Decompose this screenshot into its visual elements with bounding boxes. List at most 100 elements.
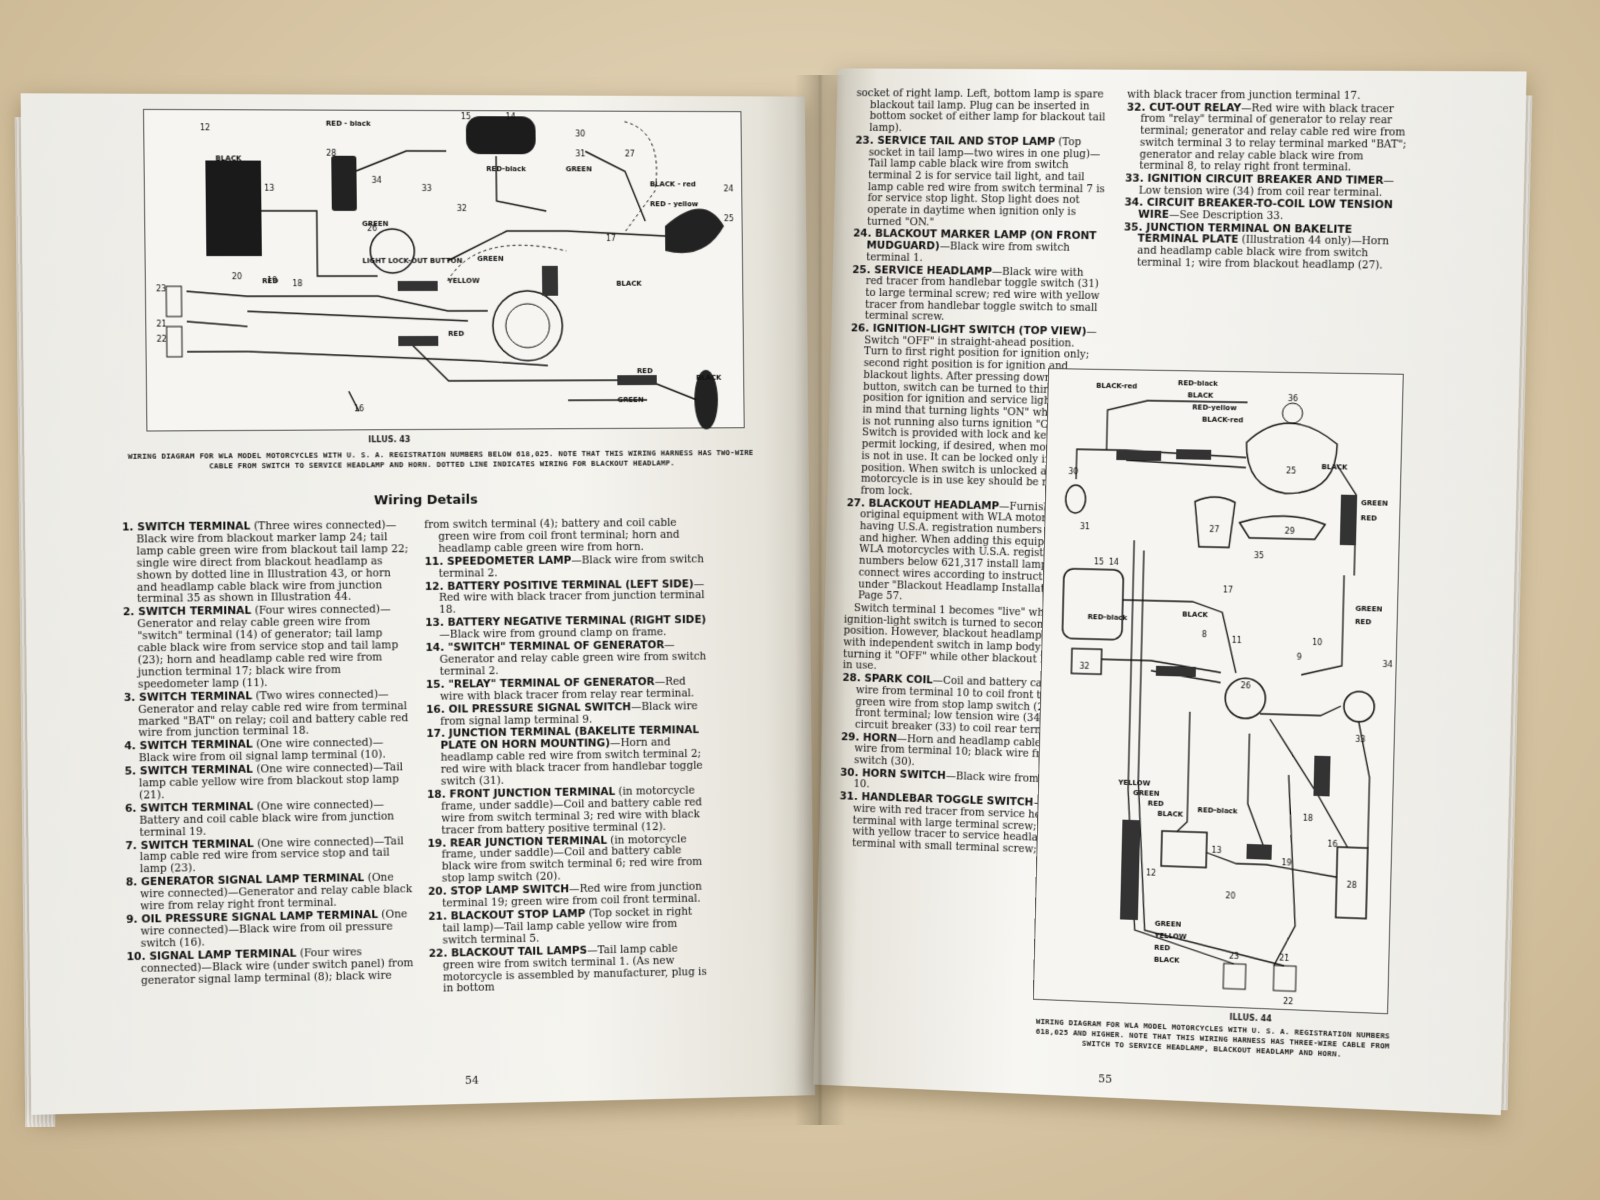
diagram-number: 17 [606,234,616,243]
wiring-item: 8. GENERATOR SIGNAL LAMP TERMINAL (One w… [125,871,413,913]
wiring-item: 1. SWITCH TERMINAL (Three wires connecte… [121,519,409,606]
right-page: socket of right lamp. Left, bottom lamp … [813,68,1527,1116]
diagram-number: 18 [1303,814,1313,823]
diagram-number: 12 [1146,868,1156,877]
ignition-switch-shape [369,228,416,274]
diagram-label: RED-black [1088,613,1128,622]
right-column-2: with black tracer from junction terminal… [1123,89,1409,274]
diagram-label: BLACK [696,373,722,382]
left-column-2: from switch terminal (4); battery and co… [424,516,711,998]
wiring-diagram-illus-44: BLACK-red RED-black BLACK RED-yellow BLA… [1032,368,1404,1015]
left-column-1: 1. SWITCH TERMINAL (Three wires connecte… [121,519,414,989]
diagram-number: 32 [1079,662,1089,671]
taillamp-shape [694,369,719,430]
illus-44-caption: WIRING DIAGRAM FOR WLA MODEL MOTORCYCLES… [1035,1016,1390,1059]
wiring-item: 7. SWITCH TERMINAL (One wire connected)—… [125,834,404,876]
left-page: RED - black BLACK GREEN RED-black LIGHT … [20,93,816,1115]
diagram-label: BLACK-red [1202,416,1244,425]
diagram-label: RED [262,276,278,285]
diagram-label: GREEN [362,219,389,228]
diagram-label: BLACK [1154,956,1181,965]
wiring-item: 14. "SWITCH" TERMINAL OF GENERATOR—Gener… [425,639,707,678]
diagram-number: 26 [367,224,377,233]
headlamp-shape [664,208,725,254]
diagram-number: 31 [1080,522,1090,531]
wiring-item: 13. BATTERY NEGATIVE TERMINAL (RIGHT SID… [425,614,707,641]
wiring-item: 21. BLACKOUT STOP LAMP (Top socket in ri… [428,905,693,947]
page-number-left: 54 [464,1073,479,1087]
wiring-item: 35. JUNCTION TERMINAL ON BAKELITE TERMIN… [1123,221,1390,272]
diagram-number: 13 [264,184,274,193]
horn-outline [1239,515,1325,539]
diagram-label: BLACK - red [650,179,696,188]
diagram-number: 22 [157,335,167,344]
diagram-label: YELLOW [1117,778,1151,787]
wiring-item: socket of right lamp. Left, bottom lamp … [856,87,1106,135]
wiring-item: 5. SWITCH TERMINAL (One wire connected)—… [124,761,404,802]
diagram-number: 16 [1327,840,1338,849]
open-book: RED - black BLACK GREEN RED-black LIGHT … [14,55,1533,1128]
diagram-number: 33 [1355,735,1366,744]
diagram-label: BLACK [215,153,242,162]
diagram-label: RED-black [1178,379,1218,388]
diagram-label: BLACK-red [1096,382,1137,391]
wiring-item: 12. BATTERY POSITIVE TERMINAL (LEFT SIDE… [424,577,705,617]
diagram-label: GREEN [566,164,592,173]
diagram-number: 27 [1209,525,1219,534]
wiring-item: 9. OIL PRESSURE SIGNAL LAMP TERMINAL (On… [126,908,408,950]
diagram-label: GREEN [617,395,643,404]
diagram-label: YELLOW [447,276,480,285]
illus-43-caption: WIRING DIAGRAM FOR WLA MODEL MOTORCYCLES… [127,447,754,471]
diagram-number: 25 [1286,466,1296,475]
diagram-number: 14 [1109,558,1119,567]
diagram-label: RED - yellow [650,199,699,208]
headlamp-outline [1245,422,1337,494]
diagram-label: LIGHT LOCK-OUT BUTTON [362,256,462,265]
diagram-number: 29 [1284,527,1294,536]
wiring-item: from switch terminal (4); battery and co… [424,516,680,555]
diagram-number: 23 [156,284,166,293]
diagram-label: RED-black [1197,806,1238,815]
wire-paths [185,150,696,411]
horn-switch-outline [1065,485,1085,513]
diagram-number: 12 [200,123,210,132]
wiring-item: 17. JUNCTION TERMINAL (BAKELITE TERMINAL… [426,724,703,788]
diagram-label: BLACK [1321,463,1348,472]
battery-outline [1161,831,1207,868]
wiring-item: 3. SWITCH TERMINAL (Two wires connected)… [123,688,409,740]
diagram-number: 34 [372,176,382,185]
blackout-headlamp-outline [1194,497,1235,548]
diagram-number: 23 [1229,952,1239,961]
diagram-label: BLACK [1188,391,1215,400]
diagram-number: 24 [724,185,734,194]
illus-44-label: ILLUS. 44 [1229,1012,1272,1024]
circuit-breaker-outline [1344,691,1375,722]
diagram-label: GREEN [1355,605,1382,614]
wiring-item: 19. REAR JUNCTION TERMINAL (in motorcycl… [427,832,703,885]
wiring-diagram-illus-43: RED - black BLACK GREEN RED-black LIGHT … [143,108,745,432]
coil-shape [330,155,357,211]
wiring-item: 11. SPEEDOMETER LAMP—Black wire from swi… [424,553,705,580]
diagram-number: 20 [1225,891,1235,900]
diagram-label: BLACK [1182,610,1209,619]
diagram-number: 28 [326,149,336,158]
diagram-label: RED-yellow [1192,403,1237,412]
diagram-label: RED-black [486,164,526,173]
diagram-number: 8 [1202,630,1207,639]
wire-paths-44 [1064,399,1378,968]
horn-shape [465,116,536,155]
diagram-number: 16 [354,404,364,413]
diagram-number: 14 [506,112,516,121]
diagram-number: 34 [1382,660,1393,669]
diagram-label: RED - black [326,119,371,128]
diagram-number: 13 [1211,846,1221,855]
diagram-label: RED [637,366,653,375]
wiring-item: 22. BLACKOUT TAIL LAMPS—Tail lamp cable … [428,942,707,996]
diagram-number: 36 [1288,394,1298,403]
wiring-item: 2. SWITCH TERMINAL (Four wires connected… [122,603,399,691]
diagram-number: 33 [422,184,432,193]
diagram-label: RED [1154,944,1170,953]
diagram-label: GREEN [1361,499,1388,508]
diagram-number: 17 [1223,585,1233,594]
